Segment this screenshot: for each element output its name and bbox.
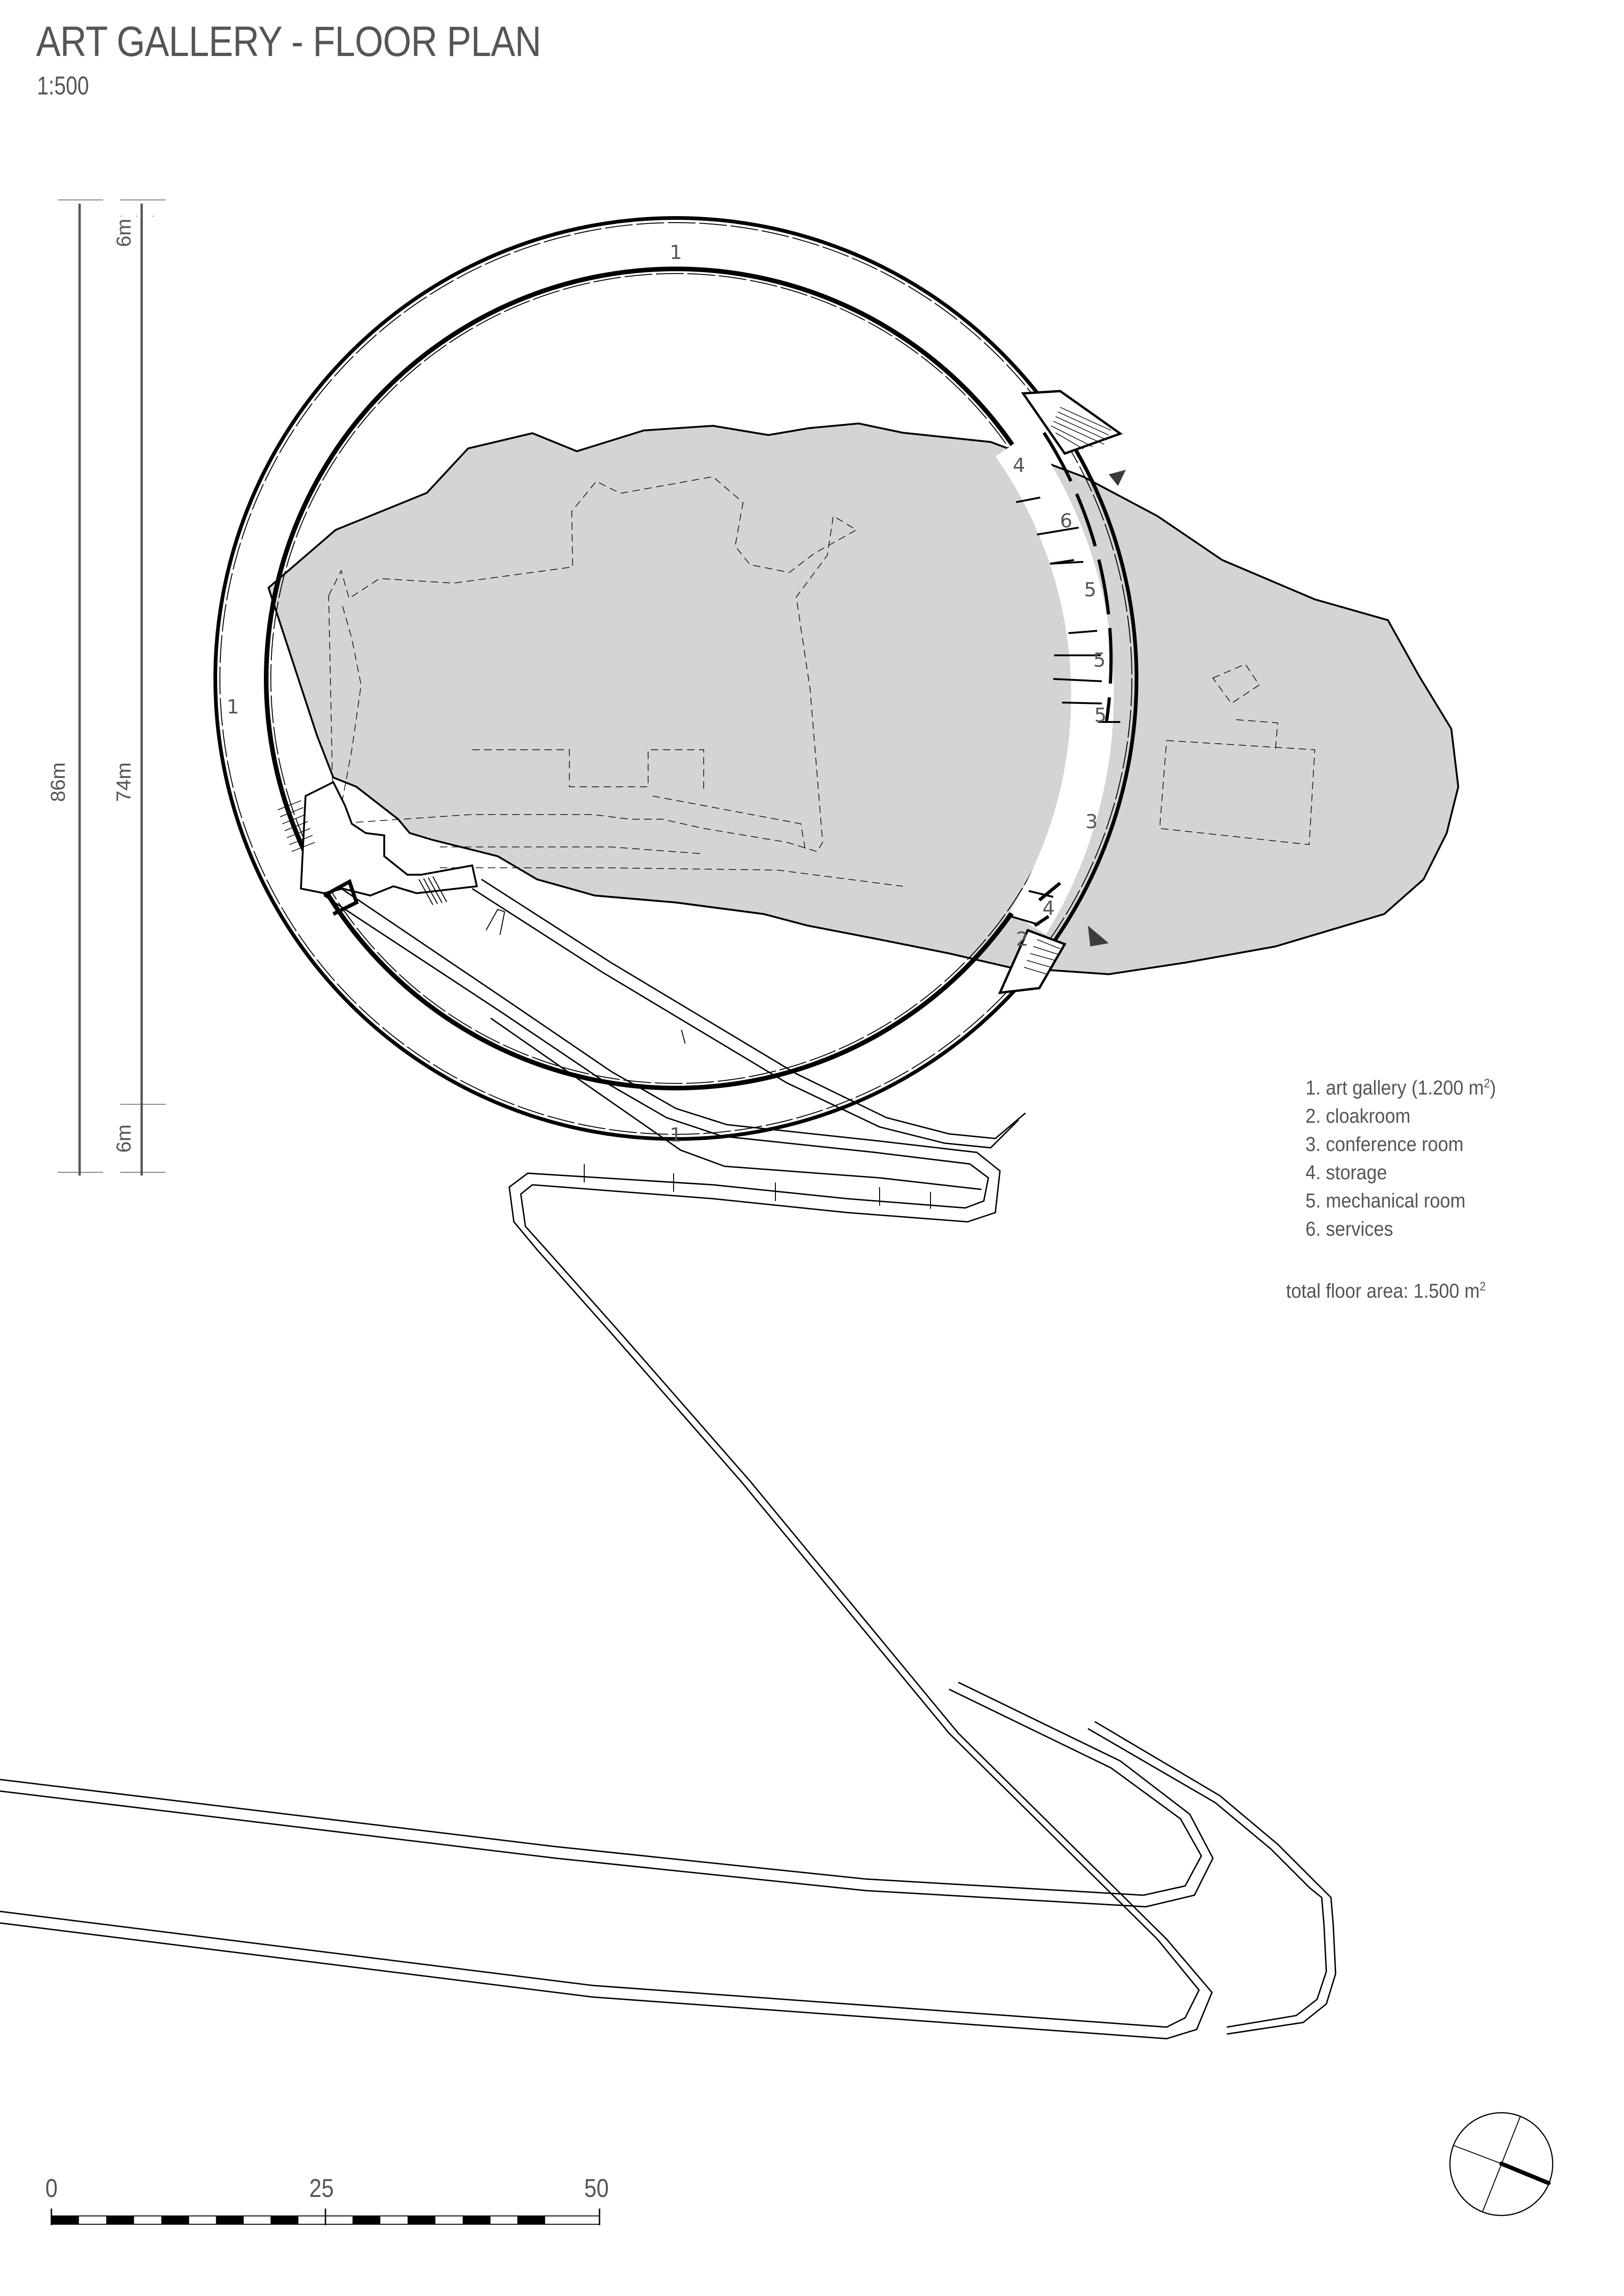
room-label-5c: 5 xyxy=(1094,704,1107,727)
scale-bar-label-50: 50 xyxy=(584,2173,609,2203)
legend-item-art-gallery: 1. art gallery (1.200 m2) xyxy=(1305,1076,1496,1099)
page-title: ART GALLERY - FLOOR PLAN xyxy=(36,18,541,65)
dimension-86m: 86m xyxy=(47,762,69,802)
dimension-6m-top: 6m xyxy=(112,218,135,247)
room-label-5b: 5 xyxy=(1093,649,1106,672)
room-label-2: 2 xyxy=(1016,928,1029,951)
room-labels: 1 1 1 4 6 5 5 5 3 4 2 xyxy=(227,241,1107,1146)
dimension-74m: 74m xyxy=(112,762,135,802)
dimension-6m-bottom: 6m xyxy=(112,1124,135,1152)
legend-item-storage: 4. storage xyxy=(1305,1161,1387,1184)
legend-item-conference-room: 3. conference room xyxy=(1305,1133,1464,1156)
dimension-lines xyxy=(58,199,166,1176)
legend-item-mechanical-room: 5. mechanical room xyxy=(1305,1189,1466,1212)
service-rooms xyxy=(1007,432,1120,927)
room-label-6: 6 xyxy=(1060,510,1073,532)
total-floor-area: total floor area: 1.500 m2 xyxy=(1286,1279,1486,1302)
room-label-3: 3 xyxy=(1086,810,1098,833)
room-label-4-south: 4 xyxy=(1043,897,1055,920)
ramp-segments xyxy=(584,1029,931,1209)
room-label-1-left: 1 xyxy=(227,696,239,718)
legend-item-cloakroom: 2. cloakroom xyxy=(1305,1105,1411,1127)
access-road xyxy=(0,878,1337,2040)
entrance-north-east xyxy=(1021,390,1123,455)
entry-arrow-icon xyxy=(1088,926,1109,946)
room-label-1-bottom: 1 xyxy=(670,1124,682,1146)
scale-bar xyxy=(50,2209,600,2225)
drawing-scale: 1:500 xyxy=(37,71,89,100)
room-legend: 1. art gallery (1.200 m2) 2. cloakroom 3… xyxy=(1305,1074,1496,1243)
entrance-south-east xyxy=(998,928,1067,994)
room-label-4-north: 4 xyxy=(1013,454,1025,477)
terrain-area xyxy=(267,422,1460,976)
entrance-west xyxy=(277,781,506,935)
north-arrow-icon xyxy=(1449,2112,1554,2216)
entry-arrow-icon xyxy=(1109,470,1126,486)
scale-bar-label-25: 25 xyxy=(309,2173,334,2203)
room-label-1-top: 1 xyxy=(670,241,682,264)
legend-item-services: 6. services xyxy=(1305,1218,1393,1240)
scale-bar-label-0: 0 xyxy=(45,2173,58,2203)
room-label-5a: 5 xyxy=(1084,579,1097,601)
ruins-outline xyxy=(328,476,1315,887)
